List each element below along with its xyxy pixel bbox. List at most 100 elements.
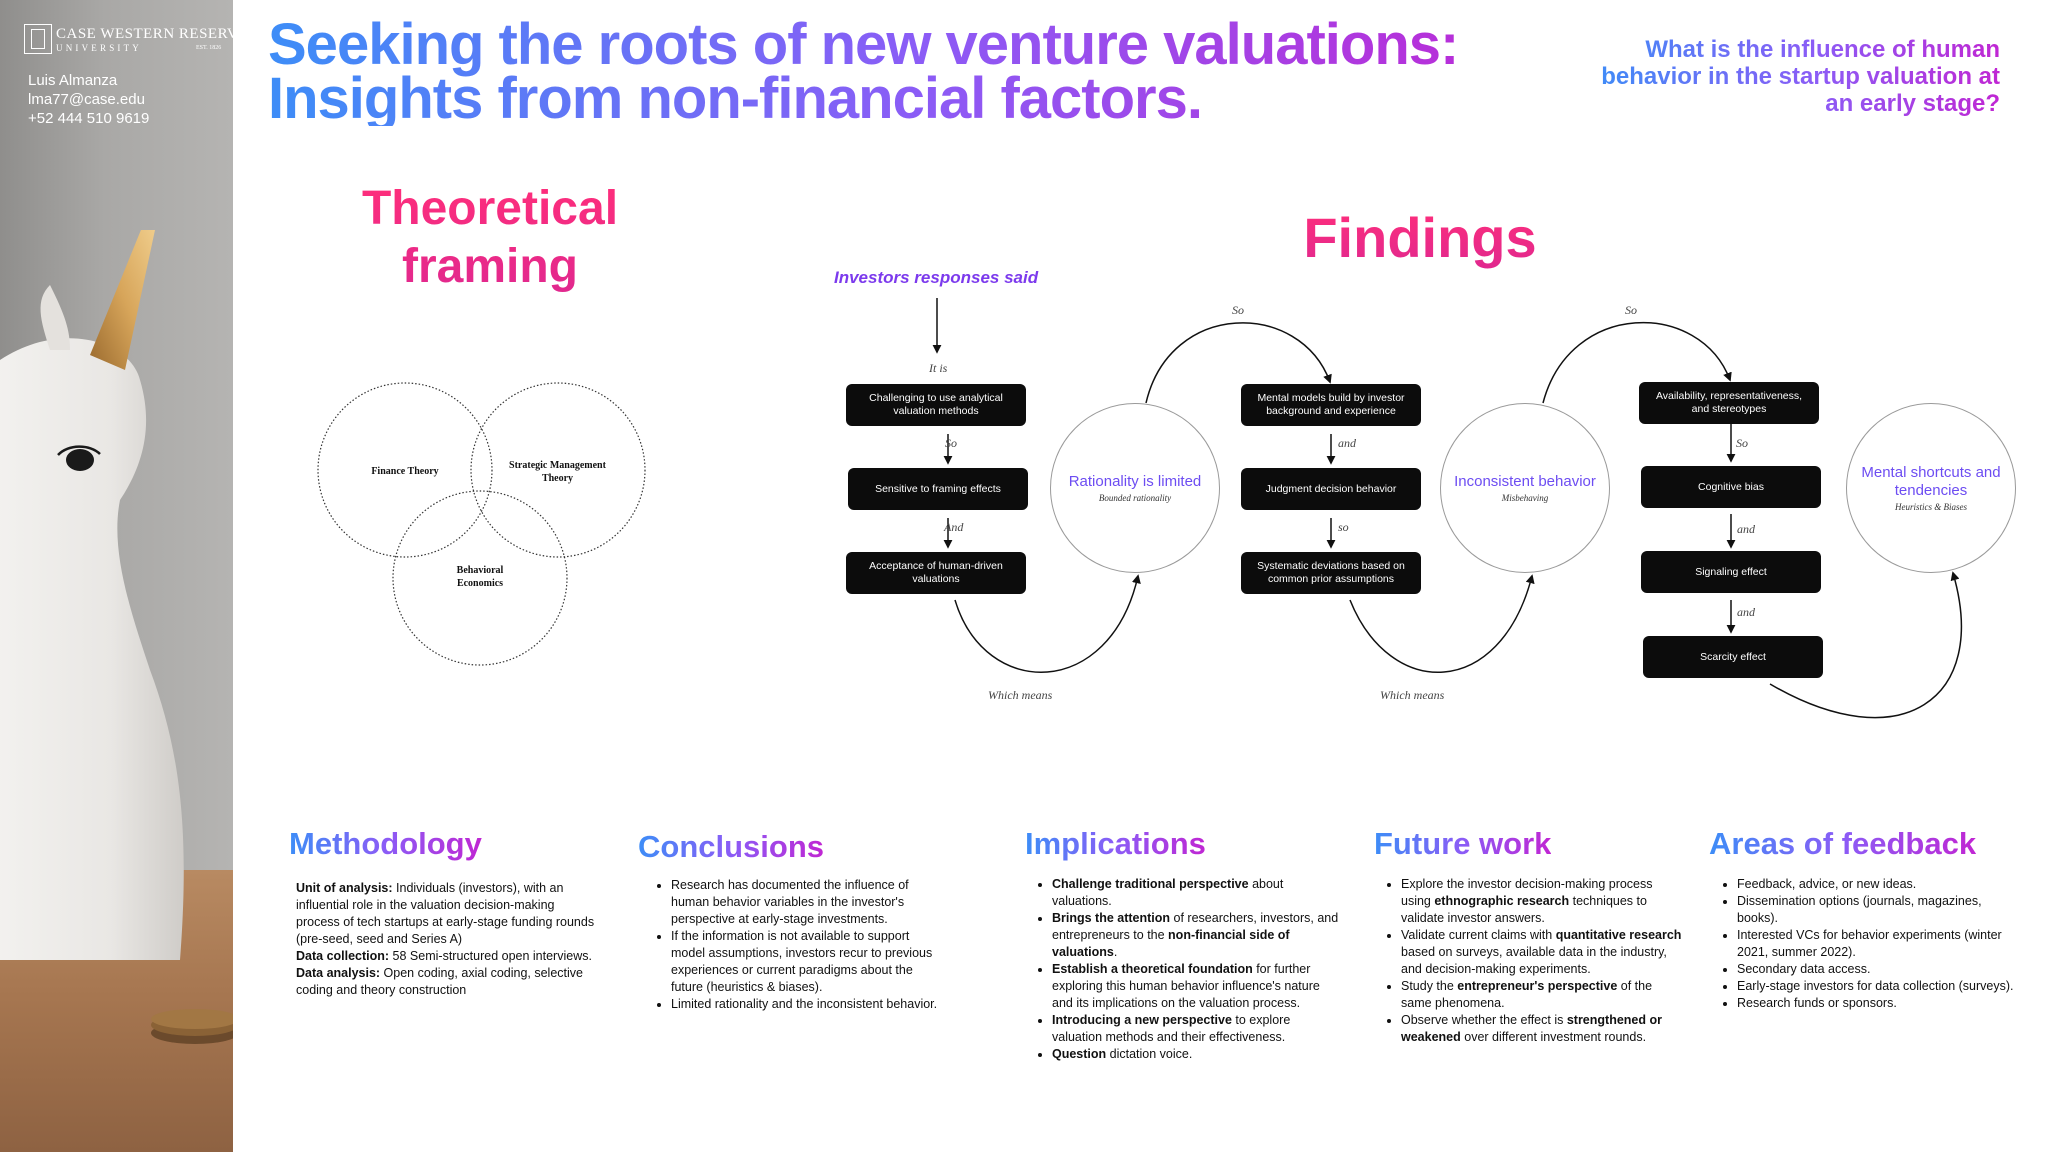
text: . xyxy=(1113,945,1118,959)
arrow-so-1 xyxy=(1145,322,1332,404)
circle-subtitle: Heuristics & Biases xyxy=(1895,502,1967,512)
analysis-label: Data analysis: xyxy=(296,966,381,980)
author-name: Luis Almanza xyxy=(28,72,118,89)
label-so-top-1: So xyxy=(1232,303,1244,317)
emphasis: Brings the attention xyxy=(1052,911,1171,925)
box-text: Acceptance of human-driven valuations xyxy=(869,560,1003,585)
future-work-title: Future work xyxy=(1374,826,1552,861)
box-text: Challenging to use analytical valuation … xyxy=(869,392,1003,417)
connector-and-c2: and xyxy=(1338,436,1356,450)
emphasis: non-financial side of valuations xyxy=(1052,928,1290,959)
box-scarcity-effect: Scarcity effect xyxy=(1643,636,1823,678)
coin-stack-image xyxy=(151,1009,233,1044)
list-item: Introducing a new perspective to explore… xyxy=(1052,1012,1340,1046)
connector-and-c1: And xyxy=(944,520,964,534)
arrow-to-shortcuts xyxy=(1769,571,1963,719)
text: for further exploring this human behavio… xyxy=(1052,962,1320,1010)
box-mental-models: Mental models build by investor backgrou… xyxy=(1241,384,1421,426)
text: Study the xyxy=(1401,979,1458,993)
connector-and-c3-2: and xyxy=(1737,605,1755,619)
methodology-body: Unit of analysis: Individuals (investors… xyxy=(296,880,596,999)
text: of the same phenomena. xyxy=(1401,979,1653,1010)
emphasis: ethnographic research xyxy=(1434,894,1570,908)
box-text: Judgment decision behavior xyxy=(1265,482,1397,495)
connector-and-c3-1: and xyxy=(1737,522,1755,536)
unit-label: Unit of analysis: xyxy=(296,881,393,895)
collection-text: 58 Semi-structured open interviews. xyxy=(389,949,592,963)
list-item: Interested VCs for behavior experiments … xyxy=(1737,927,2015,961)
venn-behavioral-economics: Behavioral Economics xyxy=(456,565,504,589)
text: Observe whether the effect is xyxy=(1401,1013,1567,1027)
list-item: Validate current claims with quantitativ… xyxy=(1401,927,1684,978)
connector-so-c3: So xyxy=(1736,436,1748,450)
arrow-which-means-1 xyxy=(954,574,1141,673)
circle-title: Inconsistent behavior xyxy=(1454,473,1596,490)
list-item: Feedback, advice, or new ideas. xyxy=(1737,876,2015,893)
box-systematic-deviations: Systematic deviations based on common pr… xyxy=(1241,552,1421,594)
analysis-text: Open coding, axial coding, selective cod… xyxy=(296,966,583,997)
box-text: Signaling effect xyxy=(1695,565,1767,578)
text: based on surveys, available data in the … xyxy=(1401,945,1667,976)
list-item: Secondary data access. xyxy=(1737,961,2015,978)
theoretical-framing-title: Theoretical framing xyxy=(340,180,640,296)
list-item: Challenge traditional perspective about … xyxy=(1052,876,1340,910)
emphasis: Challenge traditional perspective xyxy=(1052,877,1249,891)
author-phone: +52 444 510 9619 xyxy=(28,110,150,127)
circle-title: Mental shortcuts and tendencies xyxy=(1861,464,2001,499)
list-item: Observe whether the effect is strengthen… xyxy=(1401,1012,1684,1046)
logo-subtext: UNIVERSITY xyxy=(56,43,142,53)
text: to explore valuation methods and their e… xyxy=(1052,1013,1291,1044)
box-judgment-decision: Judgment decision behavior xyxy=(1241,468,1421,510)
text: Explore the investor decision-making pro… xyxy=(1401,877,1653,908)
circle-subtitle: Bounded rationality xyxy=(1098,493,1172,503)
box-text: Scarcity effect xyxy=(1700,650,1766,663)
list-item: Question dictation voice. xyxy=(1052,1046,1340,1063)
label-which-means-2: Which means xyxy=(1380,688,1445,702)
text: of researchers, investors, and entrepren… xyxy=(1052,911,1339,942)
text: about valuations. xyxy=(1052,877,1284,908)
text: over different investment rounds. xyxy=(1460,1030,1647,1044)
list-item: Early-stage investors for data collectio… xyxy=(1737,978,2015,995)
circle-subtitle: Misbehaving xyxy=(1501,493,1549,503)
arrow-so-2 xyxy=(1542,322,1732,404)
emphasis: Question xyxy=(1052,1047,1107,1061)
list-item: Research funds or sponsors. xyxy=(1737,995,2015,1012)
emphasis: strengthened or weakened xyxy=(1401,1013,1662,1044)
box-availability-stereotypes: Availability, representativeness, and st… xyxy=(1639,382,1819,424)
list-item: Explore the investor decision-making pro… xyxy=(1401,876,1684,927)
label-which-means-1: Which means xyxy=(988,688,1053,702)
circle-mental-shortcuts: Mental shortcuts and tendencies Heuristi… xyxy=(1846,403,2016,573)
logo-text: CASE WESTERN RESERVE xyxy=(56,26,248,42)
future-work-body: Explore the investor decision-making pro… xyxy=(1379,876,1684,1046)
venn-diagram xyxy=(317,382,646,666)
text: dictation voice. xyxy=(1106,1047,1193,1061)
unicorn-figurine-image xyxy=(0,230,184,960)
circle-rationality-limited: Rationality is limited Bounded rationali… xyxy=(1050,403,1220,573)
unicorn-photo xyxy=(0,0,233,1152)
label-so-top-2: So xyxy=(1625,303,1637,317)
emphasis: Establish a theoretical foundation xyxy=(1052,962,1253,976)
list-item: Dissemination options (journals, magazin… xyxy=(1737,893,2015,927)
list-item: Limited rationality and the inconsistent… xyxy=(671,996,939,1013)
connector-it-is: It is xyxy=(929,361,948,375)
circle-title: Rationality is limited xyxy=(1068,473,1202,490)
author-email[interactable]: lma77@case.edu xyxy=(28,91,145,108)
logo-est: EST. 1826 xyxy=(196,45,222,51)
text: techniques to validate investor answers. xyxy=(1401,894,1647,925)
research-question: What is the influence of human behavior … xyxy=(1590,36,2000,117)
emphasis: quantitative research xyxy=(1555,928,1682,942)
collection-label: Data collection: xyxy=(296,949,390,963)
implications-title: Implications xyxy=(1025,826,1206,861)
box-signaling-effect: Signaling effect xyxy=(1641,551,1821,593)
box-text: Sensitive to framing effects xyxy=(875,482,1001,495)
box-text: Systematic deviations based on common pr… xyxy=(1257,560,1405,585)
connector-so-c2: so xyxy=(1338,520,1349,534)
list-item: Establish a theoretical foundation for f… xyxy=(1052,961,1340,1012)
emphasis: Introducing a new perspective xyxy=(1052,1013,1232,1027)
box-text: Mental models build by investor backgrou… xyxy=(1257,392,1405,417)
university-logo: CASE WESTERN RESERVE UNIVERSITY EST. 182… xyxy=(24,24,247,56)
list-item: Brings the attention of researchers, inv… xyxy=(1052,910,1340,961)
list-item: If the information is not available to s… xyxy=(671,928,939,996)
box-text: Availability, representativeness, and st… xyxy=(1655,390,1803,415)
implications-body: Challenge traditional perspective about … xyxy=(1030,876,1340,1063)
